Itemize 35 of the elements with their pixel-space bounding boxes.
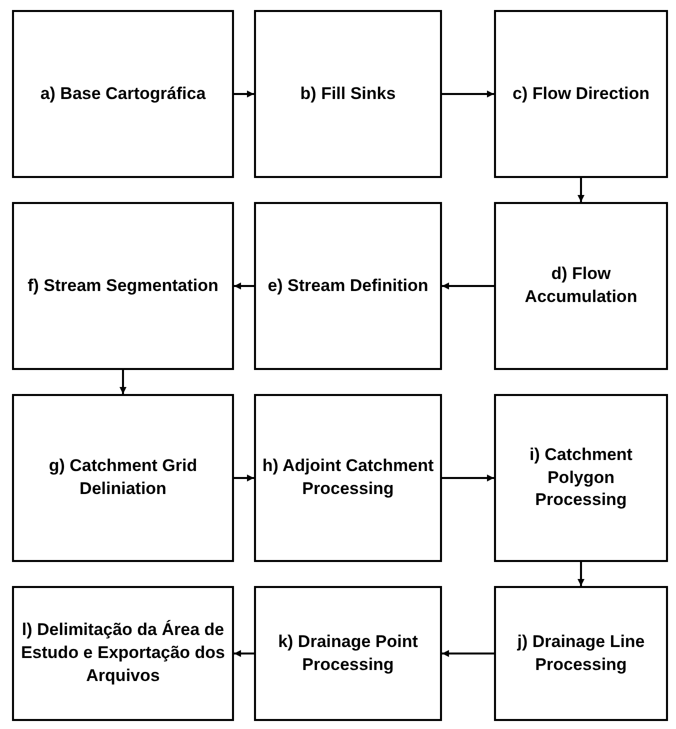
step-label: c) Flow Direction bbox=[512, 82, 650, 105]
arrow bbox=[442, 474, 494, 482]
arrow bbox=[120, 370, 126, 394]
step-label: d) Flow Accumulation bbox=[524, 263, 638, 308]
process-box bbox=[494, 586, 668, 721]
process-box bbox=[12, 202, 234, 370]
step-label: e) Stream Definition bbox=[268, 274, 428, 297]
step-label: k) Drainage Point Processing bbox=[277, 630, 419, 676]
process-box bbox=[494, 10, 668, 178]
step-label: l) Delimitação da Área de Estudo e Exportação dos Arquivos bbox=[20, 619, 226, 687]
step-label: a) Base Cartográfica bbox=[40, 82, 206, 105]
arrow bbox=[234, 650, 254, 657]
arrow bbox=[234, 90, 254, 98]
step-label: i) Catchment Polygon Processing bbox=[528, 444, 634, 512]
arrow bbox=[578, 178, 584, 202]
arrow bbox=[234, 474, 254, 482]
process-box bbox=[254, 202, 442, 370]
process-box bbox=[254, 394, 442, 562]
process-box bbox=[494, 202, 668, 370]
arrow bbox=[578, 562, 584, 586]
process-box bbox=[12, 586, 234, 721]
arrow bbox=[442, 90, 494, 98]
step-label: g) Catchment Grid Deliniation bbox=[48, 455, 198, 500]
step-label: f) Stream Segmentation bbox=[28, 274, 218, 297]
process-box bbox=[12, 394, 234, 562]
step-label: b) Fill Sinks bbox=[300, 82, 396, 105]
process-box bbox=[254, 586, 442, 721]
arrow bbox=[442, 650, 494, 657]
step-label: h) Adjoint Catchment Processing bbox=[262, 455, 434, 500]
process-box bbox=[254, 10, 442, 178]
arrow bbox=[442, 282, 494, 290]
process-box bbox=[12, 10, 234, 178]
arrow bbox=[234, 282, 254, 290]
process-box bbox=[494, 394, 668, 562]
step-label: j) Drainage Line Processing bbox=[516, 630, 646, 676]
